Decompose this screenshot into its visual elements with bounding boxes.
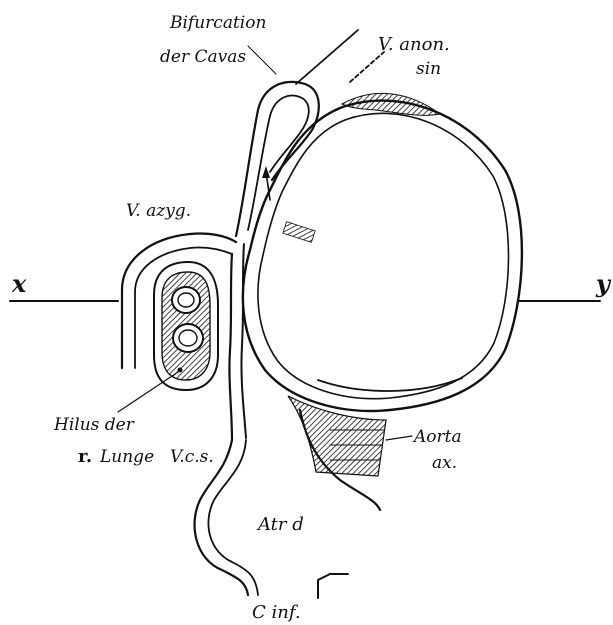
v-anon-hatch	[342, 93, 440, 115]
label-aorta-line2: ax.	[432, 453, 457, 473]
hilus-leader	[118, 372, 178, 412]
label-bifurcation-line2: der Cavas	[160, 47, 246, 67]
atrium-inner	[208, 440, 258, 595]
label-atr-d: Atr d	[256, 514, 304, 535]
bifurcation-leader	[248, 46, 276, 74]
heart-inner-curve	[318, 378, 462, 391]
heart-outer-wall	[243, 101, 522, 411]
label-x: x	[11, 269, 27, 298]
label-hilus-line2: Lunge	[99, 447, 154, 467]
label-v-anon-line1: V. anon.	[378, 34, 450, 55]
c-inf-right	[318, 574, 348, 598]
label-bifurcation-line1: Bifurcation	[169, 13, 266, 33]
bifurcation-loop-outer	[236, 82, 319, 236]
label-v-azyg: V. azyg.	[126, 201, 191, 221]
v-anon-line-solid	[296, 30, 358, 84]
label-v-anon-line2: sin	[416, 59, 441, 79]
label-c-inf: C inf.	[252, 602, 301, 623]
label-vcs: V.c.s.	[170, 447, 214, 467]
small-hatch-block	[283, 222, 315, 243]
vcs-left-wall	[229, 254, 232, 440]
aorta-leader	[386, 436, 412, 440]
flow-arrow-head	[262, 166, 270, 178]
label-aorta-line1: Aorta	[412, 427, 462, 447]
v-anon-line-dashed	[350, 52, 384, 82]
label-hilus-r: r.	[78, 446, 92, 467]
heart-inner-wall	[258, 113, 509, 398]
hilus-bronchus-lower-lumen	[179, 330, 197, 346]
label-y: y	[595, 269, 612, 298]
hilus-bronchus-upper-lumen	[178, 293, 194, 307]
label-hilus-line1: Hilus der	[53, 415, 135, 435]
